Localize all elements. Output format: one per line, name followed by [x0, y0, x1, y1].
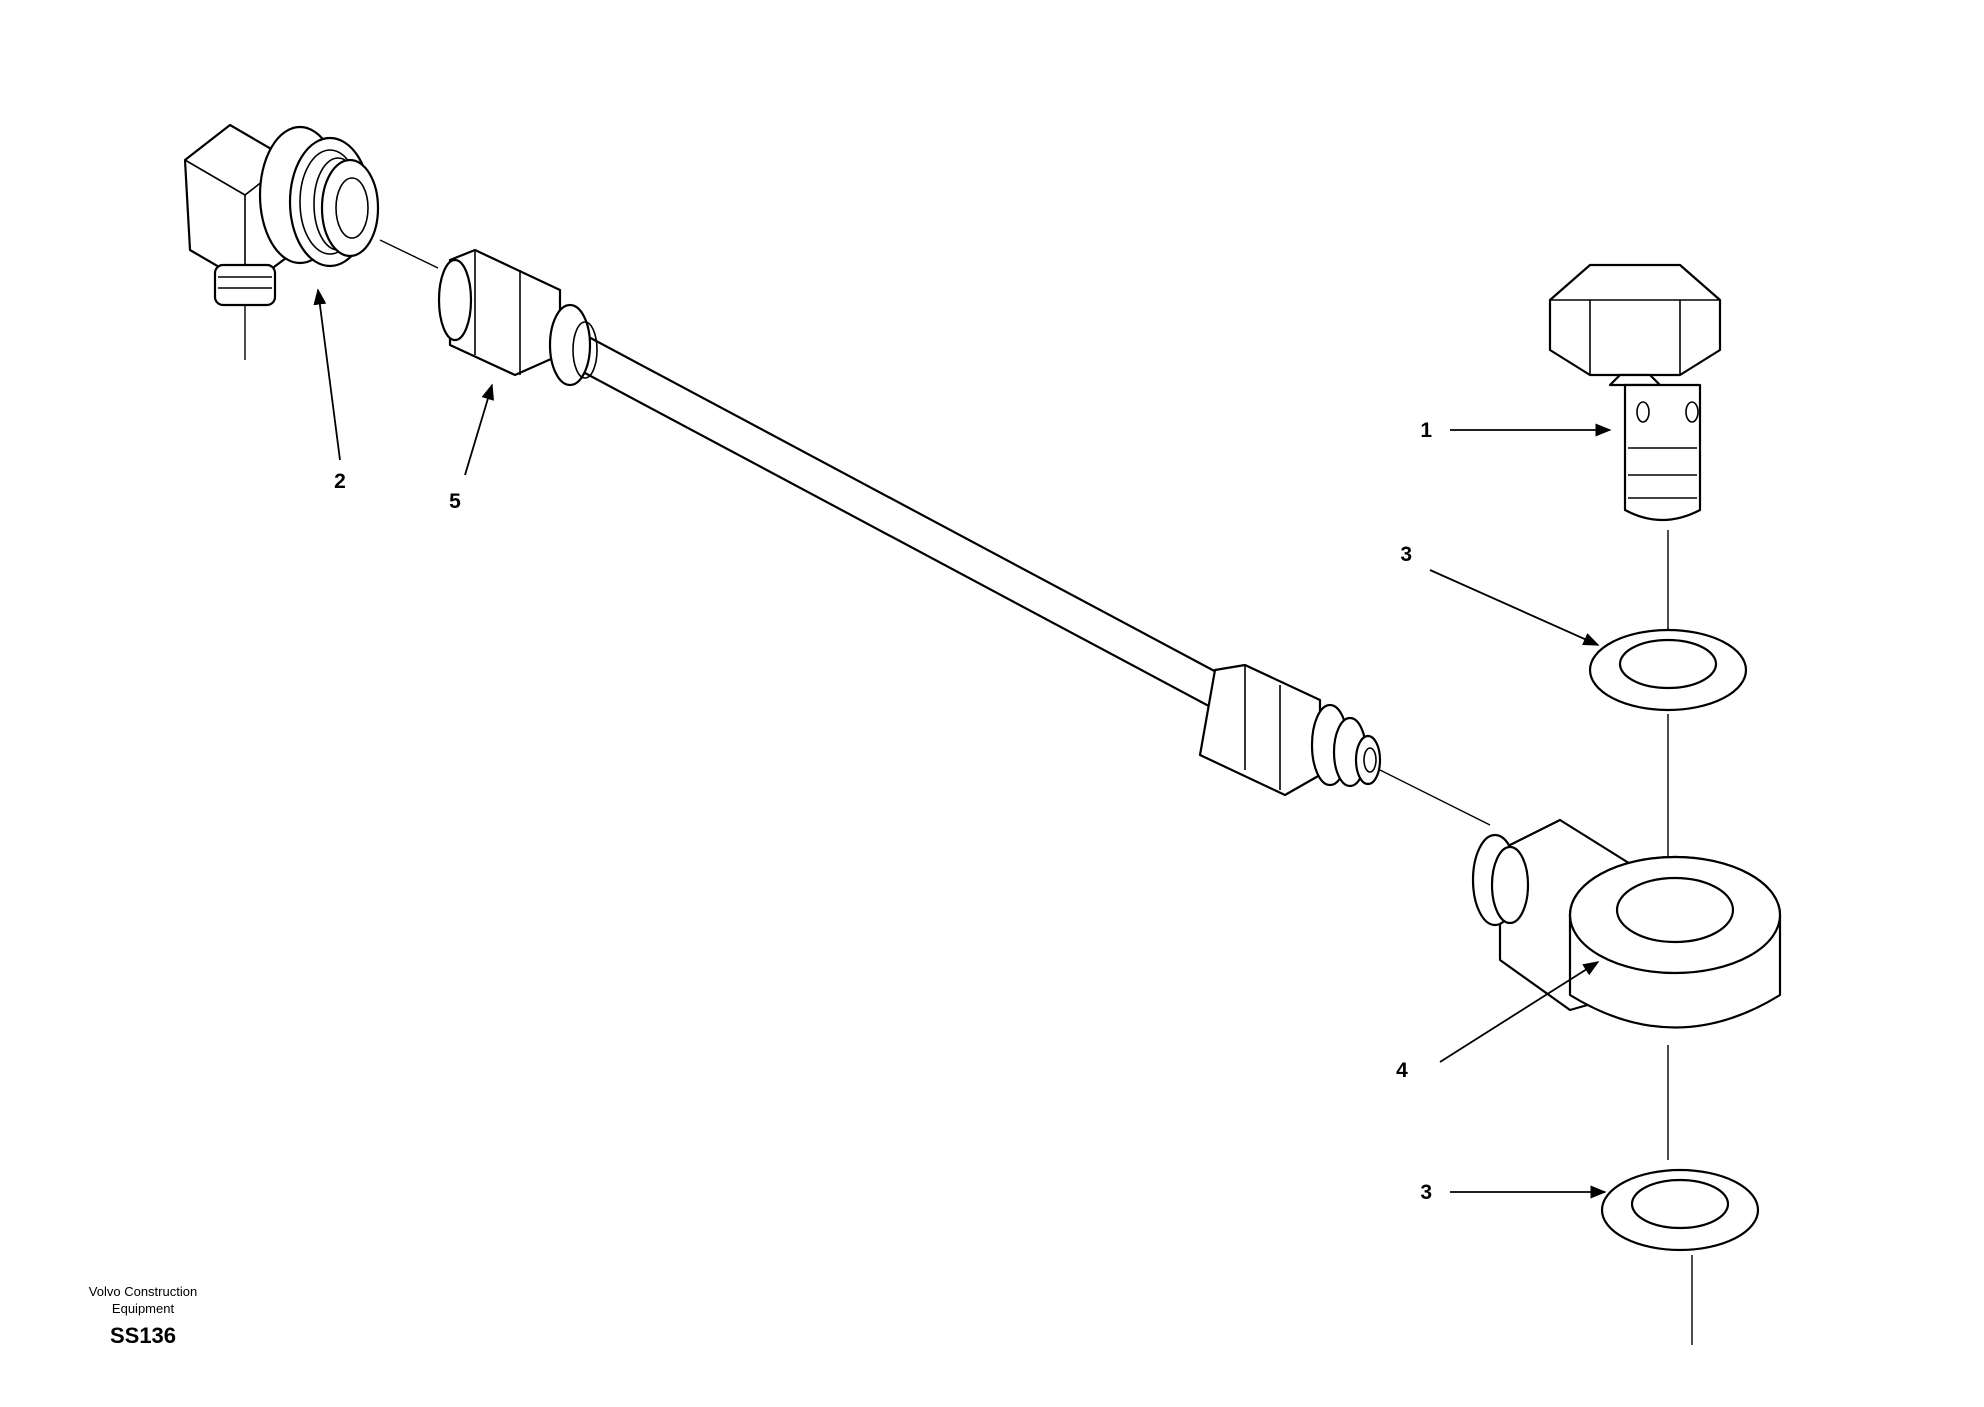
callout-5: 5 — [449, 490, 461, 513]
company-name-line2: Equipment — [112, 1301, 175, 1316]
tube-assembly-part-5 — [437, 248, 1382, 797]
figure-code: SS136 — [110, 1323, 176, 1348]
banjo-bolt-part-1 — [1548, 263, 1722, 650]
assembly-axis — [1379, 769, 1491, 826]
assembly-axis — [379, 239, 439, 269]
callout-4: 4 — [1396, 1059, 1408, 1082]
eye-fitting-part-4 — [1471, 818, 1782, 1160]
callout-3-upper: 3 — [1400, 543, 1412, 566]
washer-upper-part-3 — [1588, 628, 1748, 880]
callout-3-lower: 3 — [1420, 1181, 1432, 1204]
leader-line-5 — [464, 383, 495, 476]
washer-lower-part-3 — [1600, 1168, 1760, 1345]
callout-2: 2 — [334, 470, 346, 493]
leader-line-2 — [313, 288, 341, 461]
company-name-line1: Volvo Construction — [89, 1284, 197, 1299]
elbow-fitting-part-2 — [183, 123, 380, 360]
leader-line-4 — [1439, 961, 1600, 1063]
callout-1: 1 — [1420, 419, 1432, 442]
leader-line-3-upper — [1429, 569, 1600, 646]
